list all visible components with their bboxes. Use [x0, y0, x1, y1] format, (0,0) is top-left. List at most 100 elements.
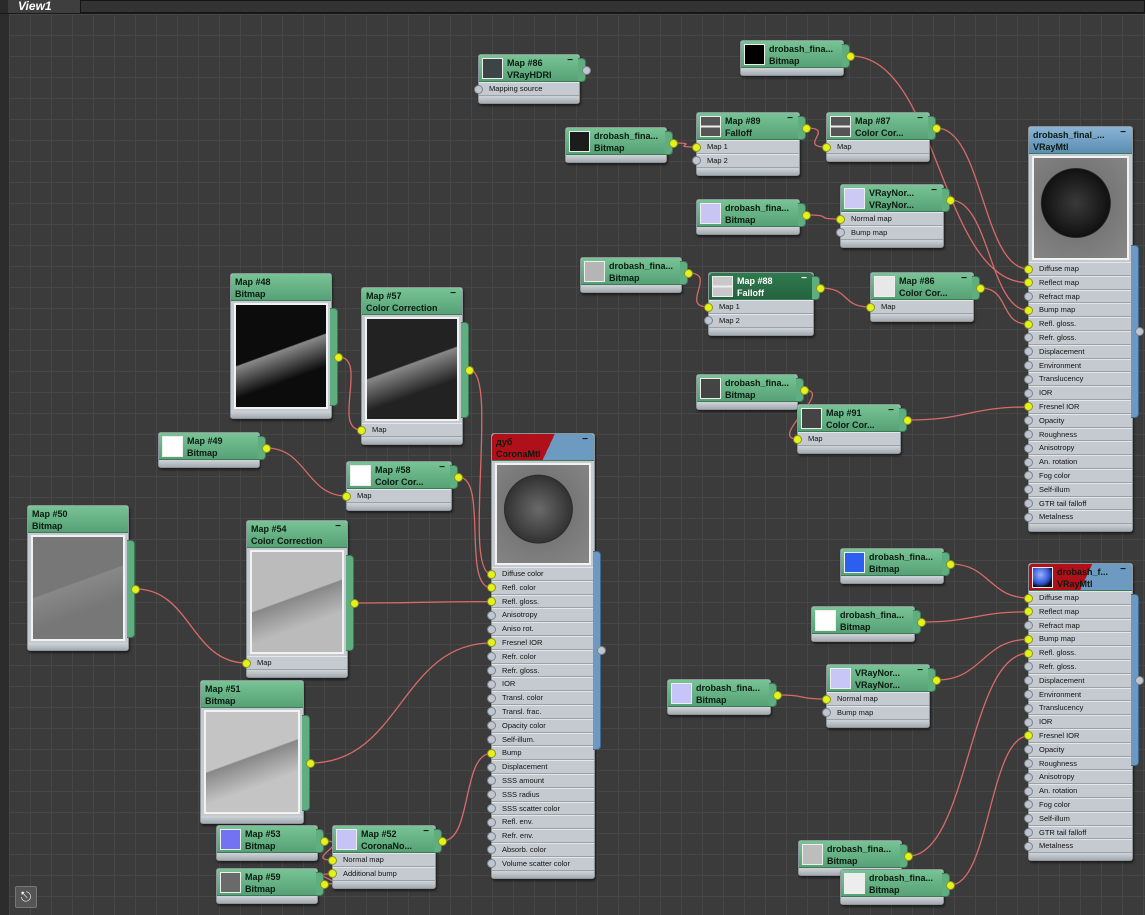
input-socket[interactable]: [1024, 499, 1033, 509]
map-node[interactable]: drobash_fina...Bitmap: [840, 548, 955, 584]
input-socket[interactable]: [1024, 430, 1033, 440]
input-slot[interactable]: Additional bump: [328, 866, 435, 881]
input-slot[interactable]: Opacity: [1024, 742, 1132, 757]
input-slot[interactable]: Normal map: [328, 853, 435, 867]
output-tab[interactable]: [1131, 245, 1144, 418]
output-socket[interactable]: [976, 283, 985, 293]
output-tab[interactable]: [665, 131, 678, 155]
input-socket[interactable]: [1024, 648, 1033, 658]
input-slot[interactable]: Opacity: [1024, 413, 1132, 428]
input-socket[interactable]: [1024, 388, 1033, 398]
output-tab[interactable]: [842, 44, 855, 68]
input-slot[interactable]: Translucency: [1024, 701, 1132, 716]
output-tab[interactable]: [593, 550, 606, 751]
map-node[interactable]: drobash_fina...Bitmap: [740, 40, 855, 76]
minimize-icon[interactable]: −: [450, 288, 456, 299]
output-socket[interactable]: [932, 123, 941, 133]
input-slot[interactable]: Fog color: [1024, 468, 1132, 483]
input-socket[interactable]: [1024, 703, 1033, 713]
minimize-icon[interactable]: −: [439, 462, 445, 473]
input-socket[interactable]: [1024, 402, 1033, 412]
input-socket[interactable]: [1024, 841, 1033, 851]
output-socket[interactable]: [800, 385, 809, 395]
input-slot[interactable]: Map 1: [692, 140, 799, 154]
node-header[interactable]: drobash_fina...Bitmap: [741, 41, 843, 68]
minimize-icon[interactable]: −: [931, 185, 937, 196]
input-socket[interactable]: [1024, 662, 1033, 672]
input-socket[interactable]: [1024, 593, 1033, 603]
output-socket[interactable]: [669, 138, 678, 148]
input-socket[interactable]: [487, 859, 496, 869]
input-slot[interactable]: Anisotropy: [487, 608, 594, 623]
node-header[interactable]: VRayNor...VRayNor...−: [827, 665, 929, 692]
input-slot[interactable]: Map 2: [704, 313, 813, 328]
input-slot[interactable]: Diffuse color: [487, 567, 594, 581]
node-header[interactable]: drobash_fina...Bitmap: [697, 375, 797, 402]
input-slot[interactable]: Fresnel IOR: [487, 635, 594, 650]
input-slot[interactable]: SSS scatter color: [487, 801, 594, 816]
input-socket[interactable]: [692, 142, 701, 152]
input-slot[interactable]: Mapping source: [474, 82, 579, 96]
input-socket[interactable]: [487, 569, 496, 579]
output-socket[interactable]: [454, 472, 463, 482]
input-socket[interactable]: [1024, 374, 1033, 384]
input-slot[interactable]: Bump map: [1024, 632, 1132, 647]
input-socket[interactable]: [1024, 814, 1033, 824]
input-socket[interactable]: [487, 679, 496, 689]
map-node[interactable]: drobash_fina...Bitmap: [580, 257, 693, 293]
input-socket[interactable]: [1024, 264, 1033, 274]
input-slot[interactable]: Bump map: [836, 225, 943, 240]
node-header[interactable]: drobash_fina...Bitmap: [799, 841, 901, 868]
input-slot[interactable]: IOR: [1024, 715, 1132, 729]
output-tab[interactable]: [796, 378, 809, 402]
map-node[interactable]: drobash_fina...Bitmap: [696, 199, 811, 235]
input-slot[interactable]: Refl. env.: [487, 815, 594, 830]
output-tab[interactable]: [578, 58, 591, 82]
node-header[interactable]: drobash_fina...Bitmap: [581, 258, 681, 285]
input-socket[interactable]: [1024, 786, 1033, 796]
output-tab[interactable]: [798, 116, 811, 140]
input-socket[interactable]: [487, 804, 496, 814]
input-socket[interactable]: [1024, 512, 1033, 522]
input-slot[interactable]: An. rotation: [1024, 455, 1132, 469]
input-slot[interactable]: SSS amount: [487, 773, 594, 788]
input-slot[interactable]: Anisotropy: [1024, 441, 1132, 456]
input-slot[interactable]: Displacement: [487, 760, 594, 774]
input-socket[interactable]: [692, 156, 701, 166]
input-slot[interactable]: Diffuse map: [1024, 262, 1132, 276]
input-socket[interactable]: [822, 142, 831, 152]
output-tab[interactable]: [900, 844, 913, 868]
input-slot[interactable]: Anisotropy: [1024, 770, 1132, 785]
output-tab[interactable]: [258, 436, 271, 460]
input-slot[interactable]: Aniso rot.: [487, 622, 594, 636]
input-slot[interactable]: Map: [242, 656, 347, 670]
minimize-icon[interactable]: −: [1120, 564, 1126, 575]
input-slot[interactable]: Displacement: [1024, 673, 1132, 688]
output-tab[interactable]: [330, 308, 343, 406]
input-socket[interactable]: [487, 776, 496, 786]
input-slot[interactable]: Map 2: [692, 153, 799, 168]
input-socket[interactable]: [1024, 772, 1033, 782]
output-tab[interactable]: [913, 610, 926, 634]
minimize-icon[interactable]: −: [888, 405, 894, 416]
input-slot[interactable]: Reflect map: [1024, 604, 1132, 619]
input-socket[interactable]: [487, 583, 496, 593]
input-slot[interactable]: Refract map: [1024, 618, 1132, 633]
input-slot[interactable]: Fog color: [1024, 797, 1132, 812]
